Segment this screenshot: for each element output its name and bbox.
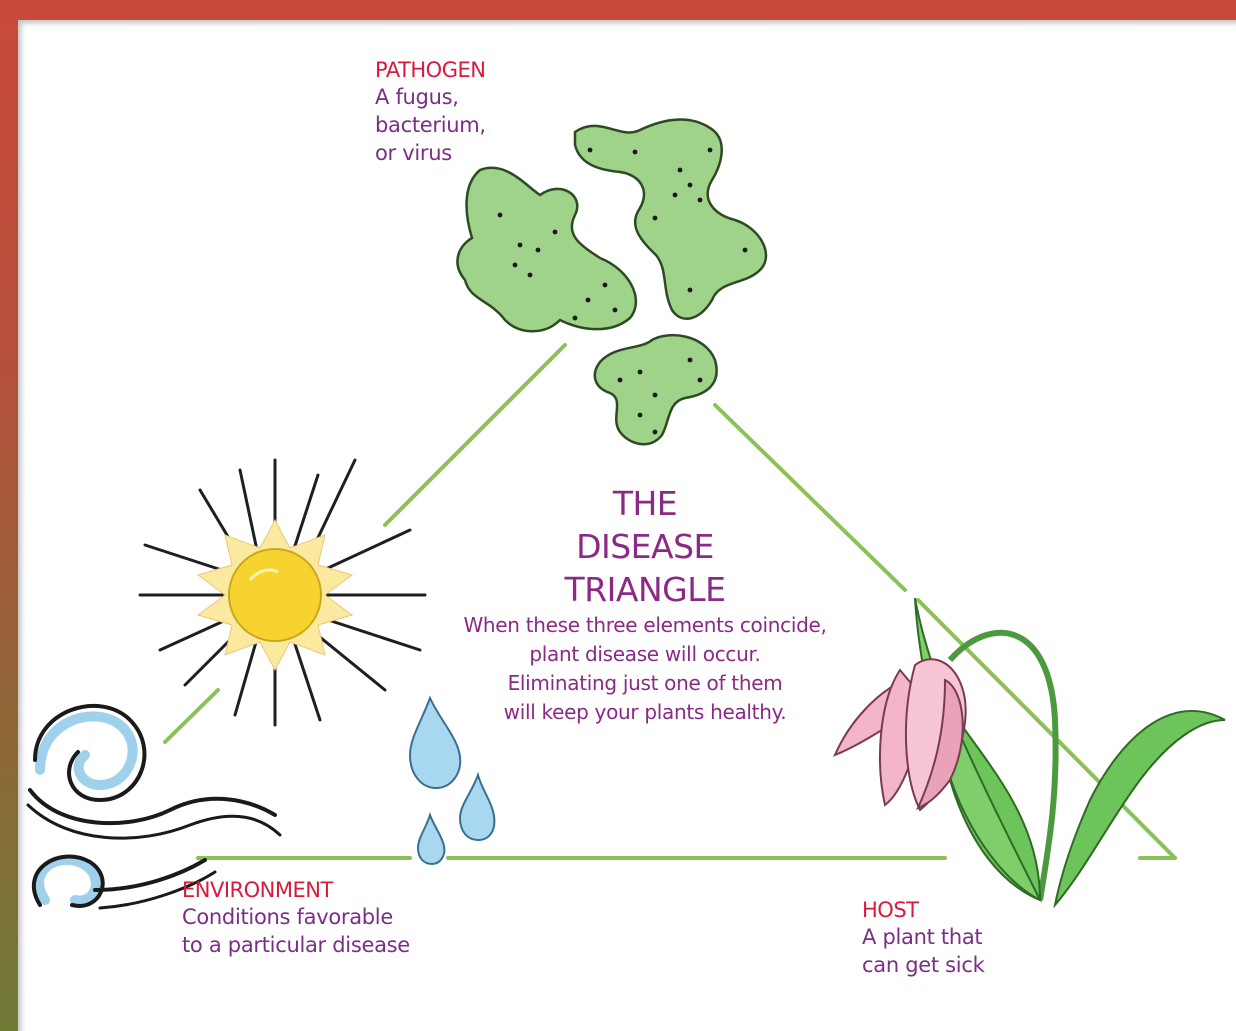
title-line-1: THE (380, 482, 910, 525)
water-drop-small (418, 815, 444, 864)
host-label: HOST A plant that can get sick (862, 897, 984, 979)
water-drop-medium (460, 775, 494, 840)
pathogen-desc-line-1: A fugus, (375, 83, 486, 111)
environment-label: ENVIRONMENT Conditions favorable to a pa… (182, 877, 410, 959)
caption-line-4: will keep your plants healthy. (380, 698, 910, 727)
caption-line-2: plant disease will occur. (380, 640, 910, 669)
pathogen-blob-icon (457, 120, 766, 445)
host-desc-line-1: A plant that (862, 923, 984, 951)
tulip-leaf-right (1055, 711, 1225, 905)
pathogen-desc-line-2: bacterium, (375, 111, 486, 139)
pathogen-blob-small (595, 335, 717, 444)
title-line-3: TRIANGLE (380, 568, 910, 611)
environment-desc-line-1: Conditions favorable (182, 903, 410, 931)
environment-heading: ENVIRONMENT (182, 877, 410, 903)
pathogen-desc-line-3: or virus (375, 139, 486, 167)
pathogen-blob-large-left (457, 168, 635, 332)
sun-disc (229, 549, 321, 641)
caption-line-1: When these three elements coincide, (380, 611, 910, 640)
caption-line-3: Eliminating just one of them (380, 669, 910, 698)
triangle-edge-left-lower (165, 690, 218, 742)
host-desc-line-2: can get sick (862, 951, 984, 979)
pathogen-heading: PATHOGEN (375, 57, 486, 83)
diagram-title-block: THE DISEASE TRIANGLE When these three el… (380, 482, 910, 727)
environment-desc-line-2: to a particular disease (182, 931, 410, 959)
host-heading: HOST (862, 897, 984, 923)
pathogen-label: PATHOGEN A fugus, bacterium, or virus (375, 57, 486, 167)
title-line-2: DISEASE (380, 525, 910, 568)
